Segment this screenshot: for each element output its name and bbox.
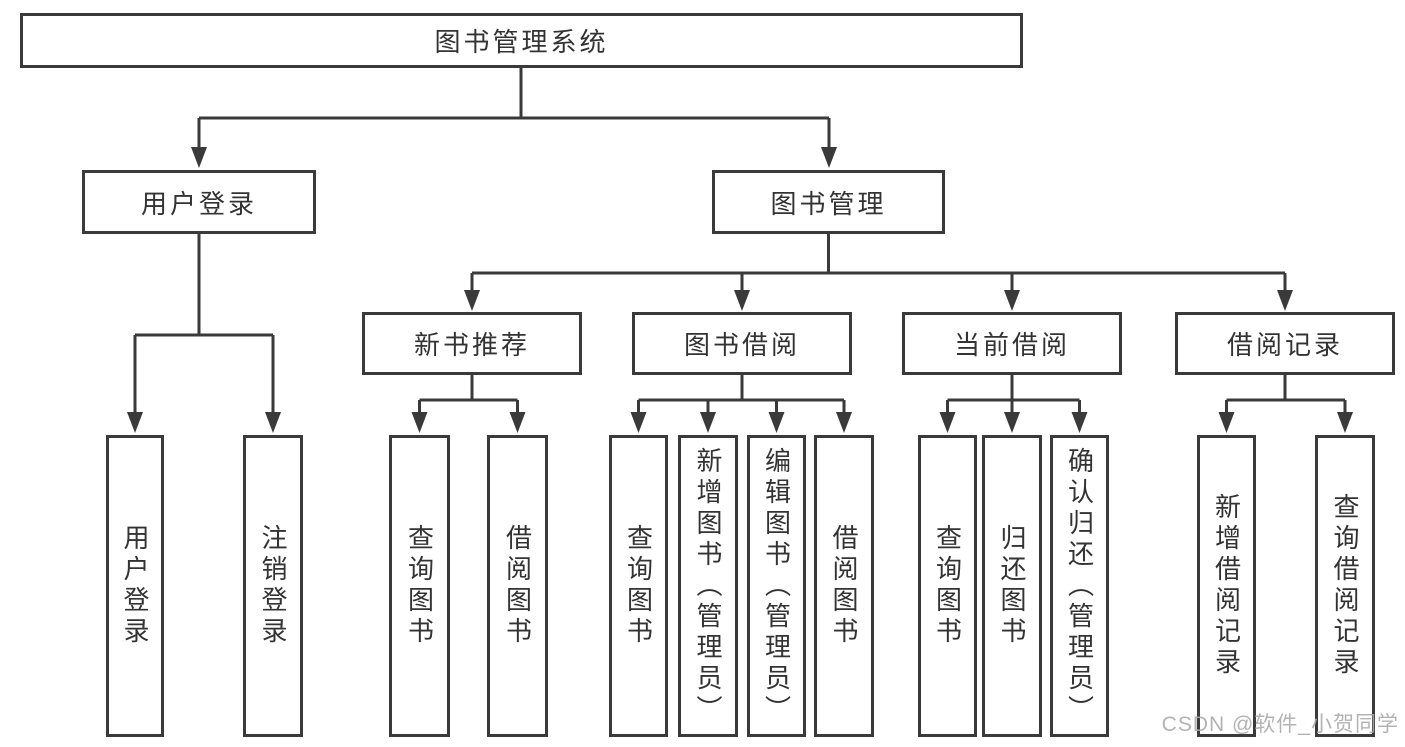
arrow-icon bbox=[464, 290, 480, 311]
arrow-icon bbox=[127, 412, 143, 433]
watermark-text: CSDN @软件_小贺同学 bbox=[1161, 713, 1399, 736]
arrow-icon bbox=[630, 412, 647, 433]
arrow-icon bbox=[768, 412, 785, 433]
node-rec-query-books: 查询图书 bbox=[389, 435, 450, 737]
arrow-icon bbox=[836, 412, 852, 433]
arrow-icon bbox=[265, 412, 281, 433]
node-login-logout: 注销登录 bbox=[243, 435, 303, 737]
node-records-add-record: 新增借阅记录 bbox=[1197, 435, 1256, 737]
node-book-borrow: 图书借阅 bbox=[632, 312, 852, 375]
node-borrow-records: 借阅记录 bbox=[1175, 312, 1395, 375]
node-current-query-books: 查询图书 bbox=[918, 435, 977, 737]
node-rec-borrow-books: 借阅图书 bbox=[487, 435, 548, 737]
arrowheads bbox=[127, 147, 1353, 433]
arrow-icon bbox=[734, 290, 750, 311]
node-borrow-edit-books-admin: 编辑图书（管理员） bbox=[747, 435, 806, 737]
arrow-icon bbox=[821, 147, 837, 168]
arrow-icon bbox=[1071, 412, 1088, 433]
node-new-book-recommend: 新书推荐 bbox=[362, 312, 582, 375]
arrow-icon bbox=[411, 412, 428, 433]
arrow-icon bbox=[1004, 290, 1020, 311]
arrow-icon bbox=[1337, 412, 1353, 433]
node-library-system: 图书管理系统 bbox=[20, 13, 1023, 68]
arrow-icon bbox=[191, 147, 207, 168]
node-login-user-login: 用户登录 bbox=[106, 435, 164, 737]
node-borrow-borrow-books: 借阅图书 bbox=[814, 435, 874, 737]
node-current-borrow: 当前借阅 bbox=[902, 312, 1122, 375]
node-records-query-record: 查询借阅记录 bbox=[1315, 435, 1375, 737]
node-current-return-books: 归还图书 bbox=[982, 435, 1042, 737]
arrow-icon bbox=[700, 412, 716, 433]
node-borrow-add-books-admin: 新增图书（管理员） bbox=[678, 435, 738, 737]
node-borrow-query-books: 查询图书 bbox=[609, 435, 668, 737]
arrow-icon bbox=[1004, 412, 1020, 433]
arrow-icon bbox=[1277, 290, 1293, 311]
node-current-confirm-return-admin: 确认归还（管理员） bbox=[1050, 435, 1109, 737]
arrow-icon bbox=[1218, 412, 1235, 433]
node-book-management: 图书管理 bbox=[712, 170, 945, 234]
arrow-icon bbox=[939, 412, 956, 433]
arrow-icon bbox=[509, 412, 526, 433]
node-user-login: 用户登录 bbox=[82, 170, 316, 234]
